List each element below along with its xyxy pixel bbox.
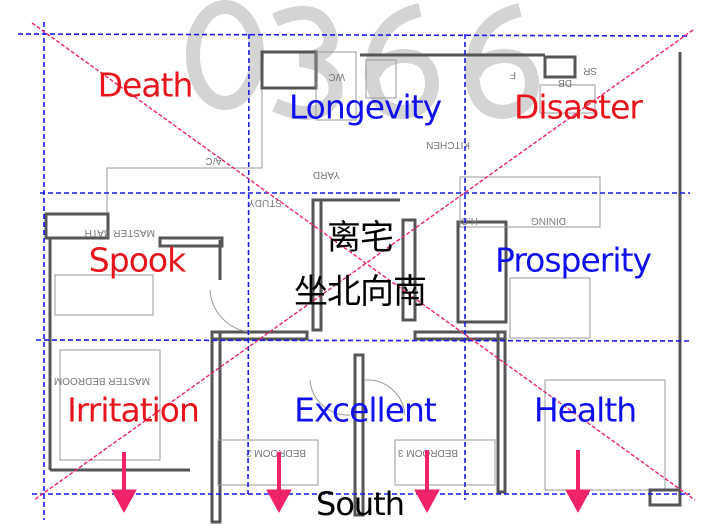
room-label-kitchen: KITCHEN [426, 139, 470, 150]
room-label-sr: SR [583, 65, 597, 76]
sector-irritation: Irritation [67, 390, 200, 430]
diagonal-line-1 [31, 22, 696, 501]
sector-longevity: Longevity [288, 87, 442, 127]
room-label-yard: YARD [313, 169, 340, 180]
house-type-label: 离宅 [327, 218, 394, 258]
sector-spook: Spook [88, 240, 186, 280]
sector-excellent: Excellent [294, 390, 437, 430]
sector-disaster: Disaster [514, 87, 643, 127]
room-label-bedroom-2: BEDROOM 2 [246, 447, 306, 458]
room-label-db: DB [558, 77, 572, 88]
sector-prosperity: Prosperity [495, 240, 652, 280]
room-labels: WC YARD KITCHEN A/C MASTER BATH STUDY H.… [54, 65, 597, 458]
room-label-ac: A/C [205, 155, 222, 166]
diagonals [31, 22, 696, 501]
diagonal-line-2 [33, 29, 694, 501]
room-label-hs: H.S [461, 215, 478, 226]
sector-death: Death [97, 65, 194, 105]
room-label-master-bedroom: MASTER BEDROOM [54, 375, 150, 386]
south-arrows [111, 450, 591, 514]
sector-health: Health [533, 390, 637, 430]
arrow-down-icon [111, 452, 137, 514]
room-label-master-bath: MASTER BATH [85, 227, 155, 238]
south-label: South [316, 485, 405, 523]
orientation-label: 坐北向南 [294, 272, 427, 312]
arrow-down-icon [565, 450, 591, 514]
arrow-down-icon [414, 450, 440, 514]
walls [44, 50, 682, 524]
arrow-down-icon [266, 452, 292, 514]
room-label-dining: DINING [531, 215, 566, 226]
grid-line-top [17, 33, 691, 37]
room-label-wc: WC [328, 71, 345, 82]
grid-line-middle-left [247, 33, 250, 495]
room-label-study: STUDY [248, 197, 282, 208]
grid-line-lower [35, 339, 691, 342]
room-label-f: F [510, 69, 516, 80]
